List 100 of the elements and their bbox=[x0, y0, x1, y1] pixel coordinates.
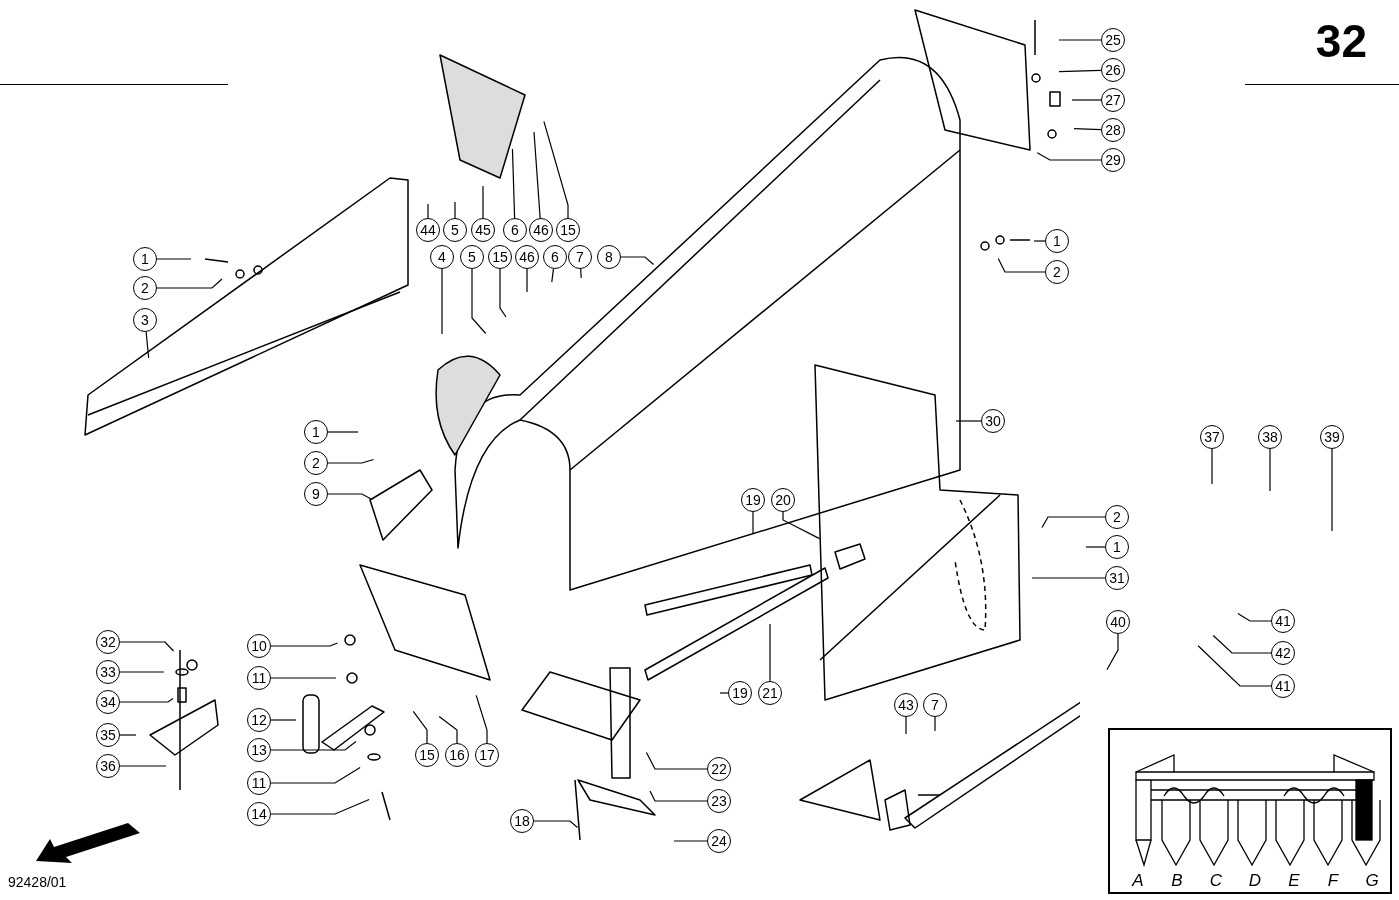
row-letter: D bbox=[1247, 871, 1263, 891]
leader-line bbox=[580, 268, 582, 279]
callout-number: 32 bbox=[96, 630, 120, 654]
leader-line bbox=[156, 258, 192, 260]
callout-number: 21 bbox=[758, 681, 782, 705]
callout-number: 28 bbox=[1101, 118, 1125, 142]
callout-number: 34 bbox=[96, 690, 120, 714]
callout-number: 8 bbox=[597, 245, 621, 269]
leader-line bbox=[471, 268, 487, 335]
callout-number: 31 bbox=[1105, 566, 1129, 590]
callout-number: 2 bbox=[133, 276, 157, 300]
leader-line bbox=[673, 840, 708, 842]
leader-line bbox=[620, 256, 655, 266]
callout-number: 14 bbox=[247, 802, 271, 826]
leader-line bbox=[1211, 448, 1213, 485]
callout-number: 4 bbox=[430, 245, 454, 269]
leader-line bbox=[719, 692, 729, 694]
leader-line bbox=[1331, 448, 1333, 532]
callout-number: 17 bbox=[475, 743, 499, 767]
callout-number: 38 bbox=[1258, 425, 1282, 449]
leader-line bbox=[1085, 546, 1106, 548]
leader-line bbox=[499, 268, 507, 318]
callout-number: 44 bbox=[416, 218, 440, 242]
callout-number: 12 bbox=[247, 708, 271, 732]
leader-line bbox=[327, 431, 359, 433]
callout-number: 2 bbox=[1045, 260, 1069, 284]
callout-number: 39 bbox=[1320, 425, 1344, 449]
callout-number: 15 bbox=[415, 743, 439, 767]
leader-line bbox=[1073, 127, 1102, 131]
callout-number: 46 bbox=[529, 218, 553, 242]
callout-number: 5 bbox=[443, 218, 467, 242]
callout-number: 10 bbox=[247, 634, 271, 658]
callout-number: 42 bbox=[1271, 641, 1295, 665]
leader-line bbox=[327, 458, 375, 464]
leader-line bbox=[327, 493, 373, 501]
callout-number: 40 bbox=[1106, 610, 1130, 634]
callout-number: 6 bbox=[543, 245, 567, 269]
leader-line bbox=[119, 765, 167, 767]
leader-line bbox=[905, 716, 907, 735]
callout-number: 11 bbox=[247, 771, 271, 795]
callout-number: 22 bbox=[707, 757, 731, 781]
callout-number: 41 bbox=[1271, 674, 1295, 698]
leader-line bbox=[1212, 634, 1272, 654]
leader-line bbox=[782, 511, 821, 540]
callout-number: 24 bbox=[707, 829, 731, 853]
callout-number: 13 bbox=[247, 738, 271, 762]
leader-line bbox=[1106, 633, 1119, 671]
callout-number: 3 bbox=[133, 308, 157, 332]
callout-number: 45 bbox=[471, 218, 495, 242]
leader-line bbox=[1058, 39, 1102, 41]
row-letter: E bbox=[1287, 871, 1301, 891]
callout-number: 6 bbox=[503, 218, 527, 242]
leader-line bbox=[649, 790, 708, 802]
leader-line bbox=[482, 185, 484, 219]
leader-line bbox=[533, 820, 579, 829]
callout-number: 16 bbox=[445, 743, 469, 767]
leader-line bbox=[412, 710, 428, 744]
leader-line bbox=[645, 751, 708, 770]
leader-line bbox=[526, 268, 528, 293]
leader-line bbox=[119, 734, 137, 736]
callout-number: 15 bbox=[488, 245, 512, 269]
row-letter: C bbox=[1208, 871, 1224, 891]
leader-line bbox=[438, 715, 458, 744]
leader-line bbox=[270, 740, 357, 751]
drawing-number: 92428/01 bbox=[8, 874, 67, 890]
leader-line bbox=[119, 697, 174, 703]
callout-number: 43 bbox=[894, 693, 918, 717]
leader-line bbox=[543, 120, 569, 219]
leader-line bbox=[270, 677, 337, 679]
leader-line bbox=[119, 641, 175, 652]
leader-line bbox=[1058, 69, 1102, 73]
callout-number: 1 bbox=[133, 247, 157, 271]
callout-number: 26 bbox=[1101, 58, 1125, 82]
callout-number: 35 bbox=[96, 723, 120, 747]
callout-number: 46 bbox=[515, 245, 539, 269]
callout-number: 7 bbox=[568, 245, 592, 269]
leader-line bbox=[1269, 448, 1271, 492]
row-letter: G bbox=[1364, 871, 1380, 891]
callout-number: 18 bbox=[510, 809, 534, 833]
leader-line bbox=[1041, 516, 1106, 529]
callout-number: 19 bbox=[741, 488, 765, 512]
leader-line bbox=[511, 148, 516, 219]
leader-line bbox=[997, 257, 1046, 273]
leader-line bbox=[551, 268, 555, 283]
callout-number: 15 bbox=[556, 218, 580, 242]
leader-line bbox=[119, 671, 165, 673]
callout-number: 5 bbox=[460, 245, 484, 269]
row-letter: A bbox=[1130, 871, 1145, 891]
callout-number: 29 bbox=[1101, 148, 1125, 172]
callout-number: 19 bbox=[728, 681, 752, 705]
row-letter: B bbox=[1170, 871, 1184, 891]
leader-line bbox=[270, 719, 297, 721]
leader-line bbox=[156, 278, 223, 289]
callout-number: 2 bbox=[1105, 505, 1129, 529]
leader-line bbox=[454, 201, 456, 219]
page-number: 32 bbox=[1315, 14, 1367, 68]
callout-number: 9 bbox=[304, 482, 328, 506]
leader-line bbox=[270, 642, 339, 647]
callout-number: 1 bbox=[1045, 229, 1069, 253]
leader-line bbox=[1033, 240, 1046, 242]
